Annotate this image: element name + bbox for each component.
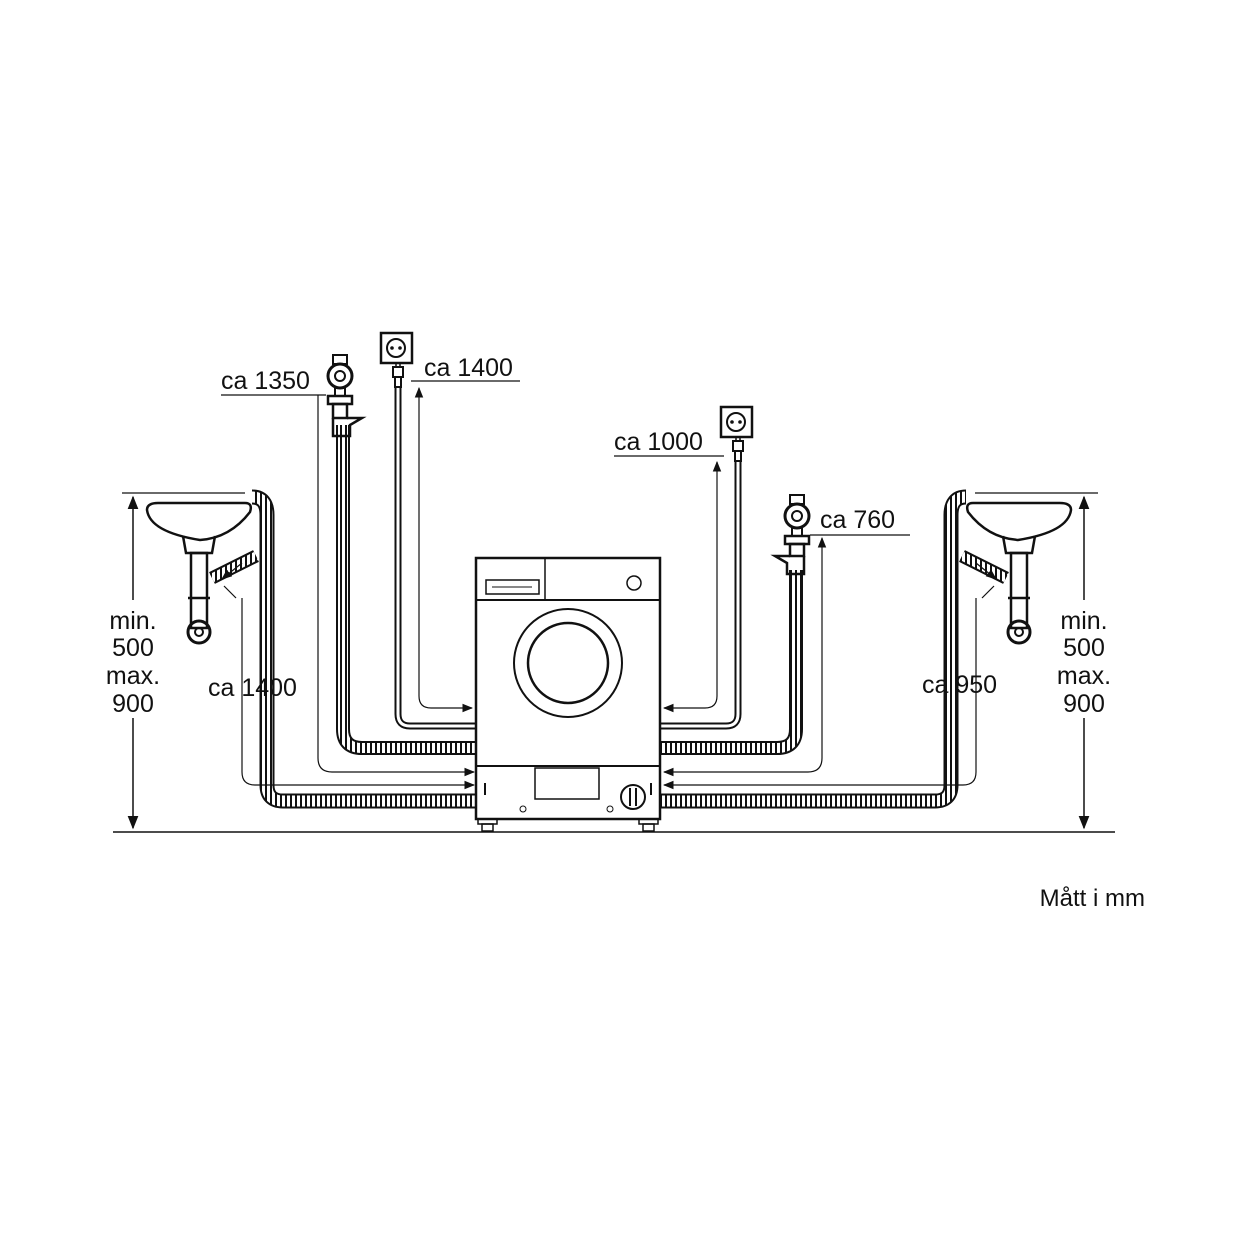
drain-pump-cap <box>620 784 646 810</box>
inlet-hose-left <box>336 425 476 755</box>
sink-right <box>965 501 1073 645</box>
label-power-left: ca 1400 <box>424 354 513 382</box>
inlet-hose-right <box>660 570 803 755</box>
height-label-left: min. 500 max. 900 <box>106 607 160 718</box>
water-tap-right <box>770 494 811 576</box>
height-right-max: max. <box>1057 662 1111 690</box>
water-tap-left <box>326 354 367 438</box>
height-dimension-right <box>975 492 1098 830</box>
leader-inlet-right <box>662 534 910 777</box>
power-socket-left <box>379 331 414 388</box>
height-left-min-value: 500 <box>112 634 154 662</box>
height-right-max-value: 900 <box>1063 690 1105 718</box>
door-outer <box>513 608 623 718</box>
leader-power-right <box>614 455 724 713</box>
leader-drain-right <box>662 562 997 790</box>
height-left-min: min. <box>109 607 156 635</box>
leader-drain-left <box>221 562 476 790</box>
units-note: Mått i mm <box>1040 885 1145 912</box>
label-inlet-left: ca 1350 <box>221 367 310 395</box>
washing-machine <box>474 556 662 832</box>
height-right-min: min. <box>1060 607 1107 635</box>
height-right-min-value: 500 <box>1063 634 1105 662</box>
height-left-max: max. <box>106 662 160 690</box>
drain-hose-right <box>660 489 1009 809</box>
label-drain-right: ca 950 <box>922 671 997 699</box>
sink-left <box>145 501 253 645</box>
label-drain-left: ca 1400 <box>208 674 297 702</box>
power-cable-right <box>660 462 742 730</box>
leader-inlet-left <box>221 394 476 777</box>
leader-power-left <box>411 380 520 713</box>
label-inlet-right: ca 760 <box>820 506 895 534</box>
door-glass <box>526 621 610 705</box>
label-power-right: ca 1000 <box>614 428 703 456</box>
power-socket-right <box>719 405 754 462</box>
power-cable-left <box>394 388 476 730</box>
height-dimension-left <box>122 492 245 830</box>
height-left-max-value: 900 <box>112 690 154 718</box>
height-label-right: min. 500 max. 900 <box>1057 607 1111 718</box>
